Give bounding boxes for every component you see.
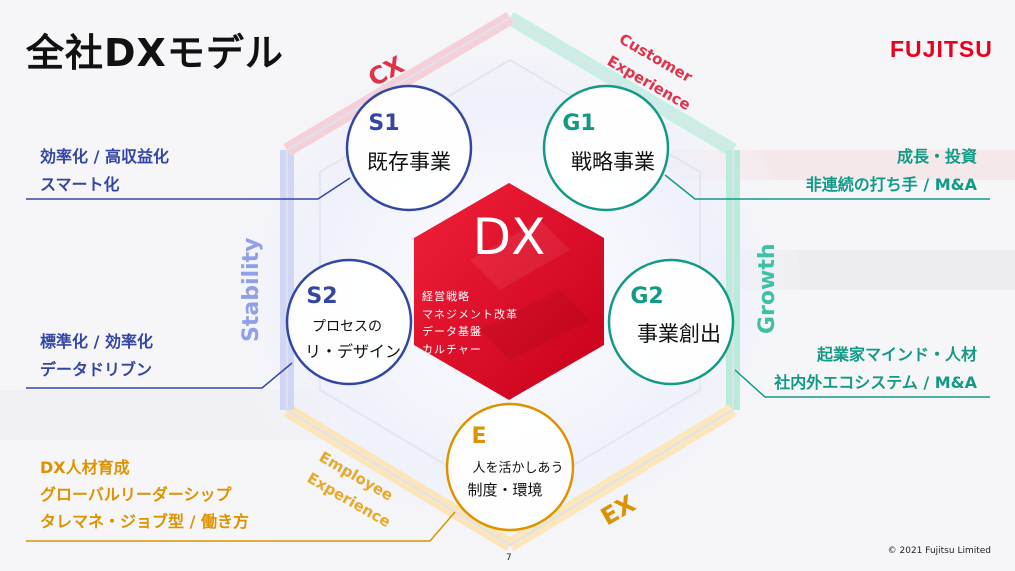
caption-line: データドリブン [40, 360, 153, 379]
leader-line-g2 [734, 369, 990, 398]
caption-line: 起業家マインド・人材 [816, 345, 977, 364]
caption-line: タレマネ・ジョブ型 / 働き方 [40, 512, 249, 531]
node-code-s2: S2 [306, 284, 338, 309]
dx-label: DX [472, 208, 546, 266]
dx-hexagon-facet [470, 220, 570, 290]
node-name-g1: 戦略事業 [571, 150, 655, 174]
node-name-e-line2: 制度・環境 [467, 481, 543, 499]
dx-item: カルチャー [422, 342, 482, 356]
node-code-e: E [471, 424, 487, 449]
caption-line: DX人材育成 [40, 458, 130, 477]
label-growth: Growth [755, 243, 780, 334]
caption-g1: 成長・投資 非連続の打ち手 / M&A [806, 143, 977, 199]
fujitsu-logo: FUJITSU [890, 36, 993, 62]
dx-hexagon-facet [480, 290, 590, 360]
leader-line-e [26, 511, 456, 542]
leader-line-g1 [664, 174, 990, 200]
node-name-e-line1: 人を活かしあう [472, 461, 564, 476]
node-circle-g2 [607, 258, 735, 386]
dx-item: 経営戦略 [422, 290, 470, 303]
caption-s1: 効率化 / 高収益化 スマート化 [40, 143, 169, 199]
caption-line: 標準化 / 効率化 [40, 332, 153, 351]
page-number: 7 [506, 553, 512, 563]
dx-item: マネジメント改革 [422, 307, 518, 321]
leader-line-s2 [26, 362, 293, 389]
node-name-s2-line2: リ・デザイン [304, 342, 401, 361]
caption-e: DX人材育成 グローバルリーダーシップ タレマネ・ジョブ型 / 働き方 [40, 454, 249, 535]
copyright: © 2021 Fujitsu Limited [887, 546, 991, 556]
node-circle-s2 [285, 258, 413, 386]
node-circle-s1 [345, 84, 473, 212]
node-code-g2: G2 [630, 284, 664, 309]
node-name-s2-line1: プロセスの [312, 319, 382, 335]
caption-line: 効率化 / 高収益化 [40, 147, 169, 166]
outer-hexagon [286, 16, 734, 547]
dx-item: データ基盤 [422, 325, 482, 338]
dx-items: 経営戦略 マネジメント改革 データ基盤 カルチャー [422, 288, 518, 358]
node-circle-g1 [542, 84, 670, 212]
caption-g2: 起業家マインド・人材 社内外エコシステム / M&A [774, 341, 977, 397]
label-stability: Stability [239, 238, 264, 342]
page-title: 全社DXモデル [26, 31, 284, 75]
dx-hexagon [414, 183, 604, 400]
node-circle-e [445, 402, 575, 532]
caption-line: 成長・投資 [896, 147, 977, 166]
caption-line: グローバルリーダーシップ [40, 485, 232, 504]
leader-line-s1 [26, 177, 351, 200]
node-name-g2: 事業創出 [637, 322, 721, 346]
node-code-s1: S1 [368, 111, 400, 136]
caption-s2: 標準化 / 効率化 データドリブン [40, 328, 153, 384]
node-code-g1: G1 [562, 111, 596, 136]
node-name-s1: 既存事業 [367, 150, 451, 174]
caption-line: スマート化 [40, 175, 120, 194]
caption-line: 非連続の打ち手 / M&A [805, 175, 977, 194]
caption-line: 社内外エコシステム / M&A [774, 373, 977, 392]
